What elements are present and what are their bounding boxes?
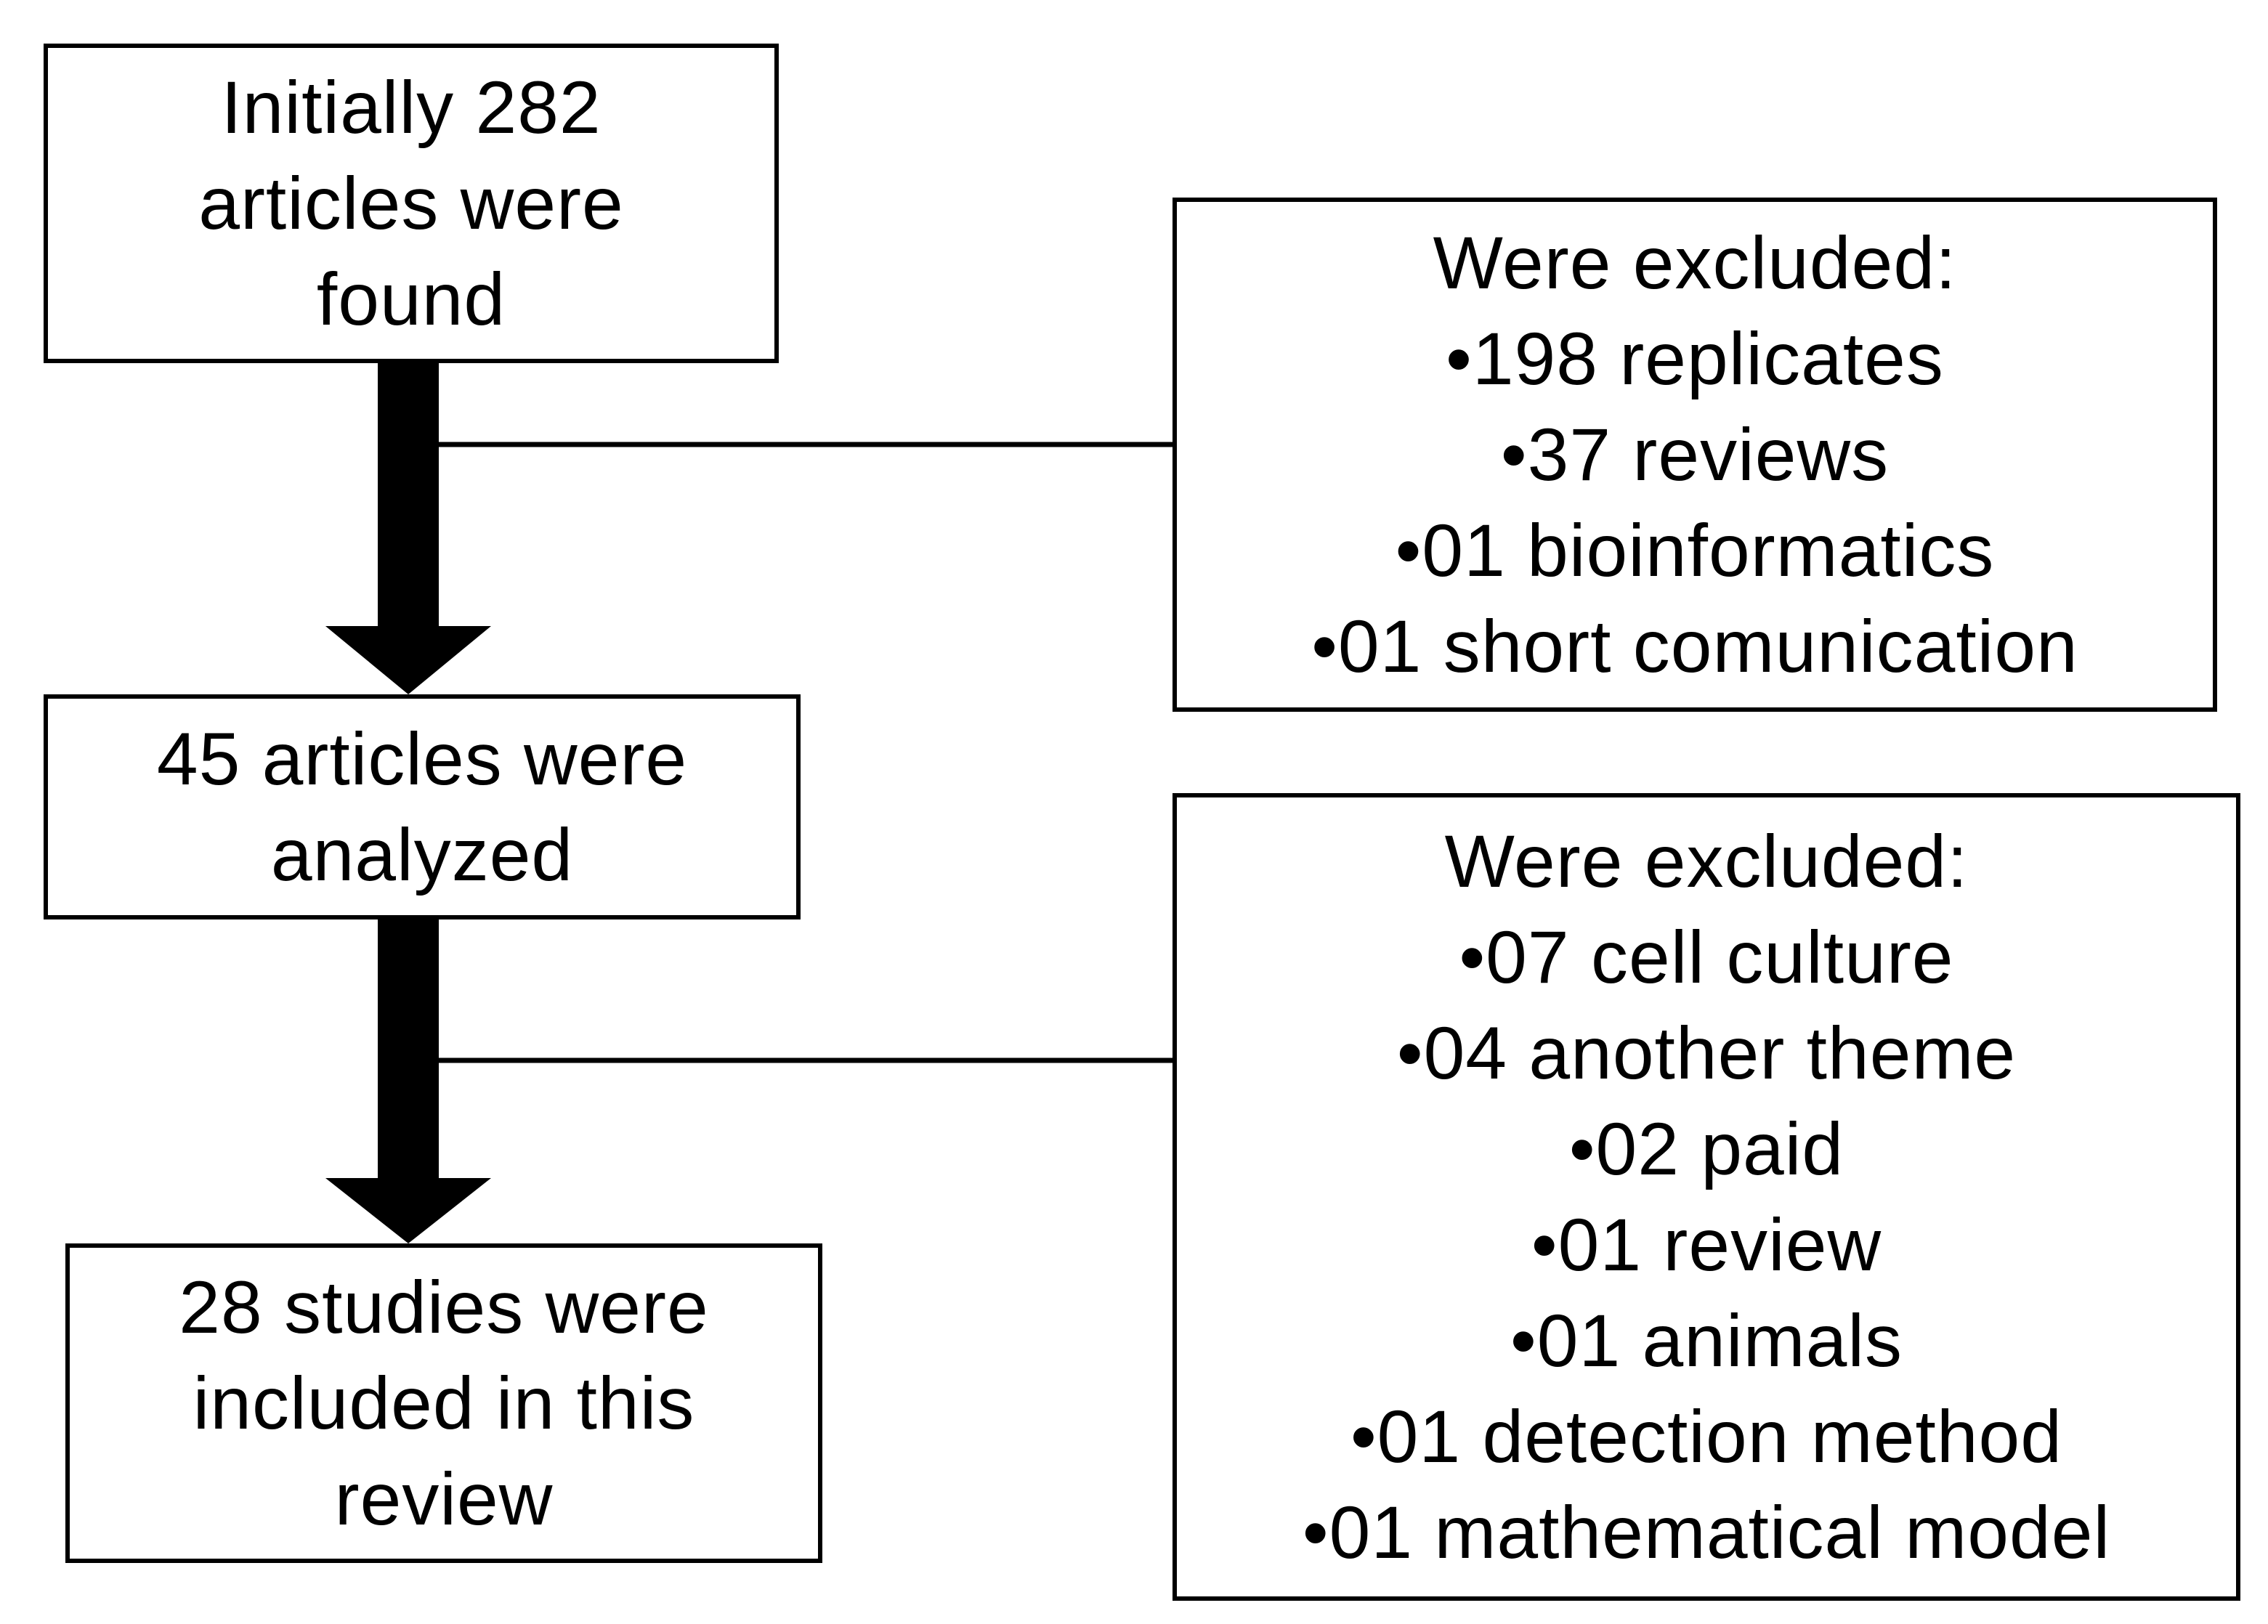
step-found-line-2: articles were [198,162,624,245]
arrow-head-2 [325,1178,491,1243]
step-included-line-2: included in this [193,1362,695,1445]
exclusion-2-item: •02 paid [1568,1108,1844,1190]
step-found-box: Initially 282 articles were found [44,44,779,363]
arrow-shaft-1 [378,360,439,630]
step-included-box: 28 studies were included in this review [65,1243,822,1563]
exclusion-1-item: •198 replicates [1446,317,1944,400]
exclusion-2-item: •01 mathematical model [1302,1491,2111,1574]
arrow-shaft-2 [378,917,439,1182]
exclusion-box-2: Were excluded: •07 cell culture •04 anot… [1173,793,2240,1601]
step-analyzed-box: 45 articles were analyzed [44,694,801,919]
exclusion-2-item: •04 another theme [1396,1012,2017,1095]
exclusion-2-item: •07 cell culture [1459,916,1954,999]
exclusion-2-item: •01 detection method [1350,1395,2063,1478]
exclusion-2-item: •01 animals [1510,1299,1903,1382]
exclusion-2-item: •01 review [1531,1203,1882,1286]
exclusion-1-item: •01 bioinformatics [1395,509,1995,592]
step-analyzed-line-2: analyzed [270,813,574,896]
exclusion-box-1: Were excluded: •198 replicates •37 revie… [1173,198,2217,712]
step-found-line-3: found [316,258,506,341]
exclusion-2-title: Were excluded: [1444,820,1969,903]
step-analyzed-line-1: 45 articles were [156,718,688,800]
exclusion-1-item: •01 short comunication [1311,605,2078,688]
step-found-line-1: Initially 282 [221,66,602,149]
step-included-line-1: 28 studies were [179,1266,709,1349]
step-included-line-3: review [334,1458,554,1540]
exclusion-1-item: •37 reviews [1500,413,1890,496]
arrow-head-1 [325,626,491,694]
exclusion-1-title: Were excluded: [1433,222,1957,304]
